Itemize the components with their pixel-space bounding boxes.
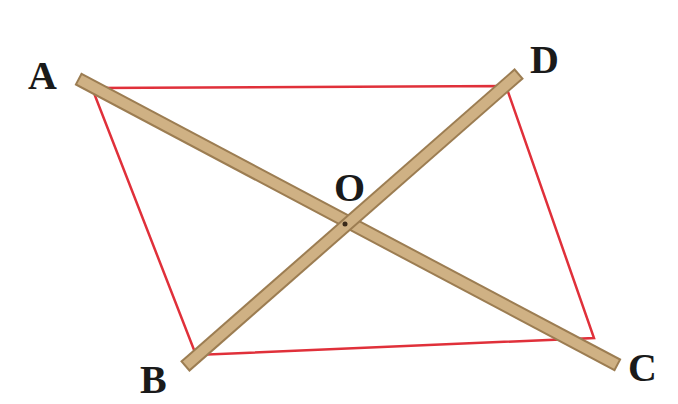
pivot-point	[343, 222, 348, 227]
vertex-label: B	[140, 360, 167, 400]
vertex-label: A	[28, 56, 57, 96]
vertex-label: O	[334, 168, 365, 208]
wooden-stick-bd	[190, 78, 514, 362]
vertex-label: D	[530, 40, 559, 80]
vertex-label: C	[628, 348, 657, 388]
